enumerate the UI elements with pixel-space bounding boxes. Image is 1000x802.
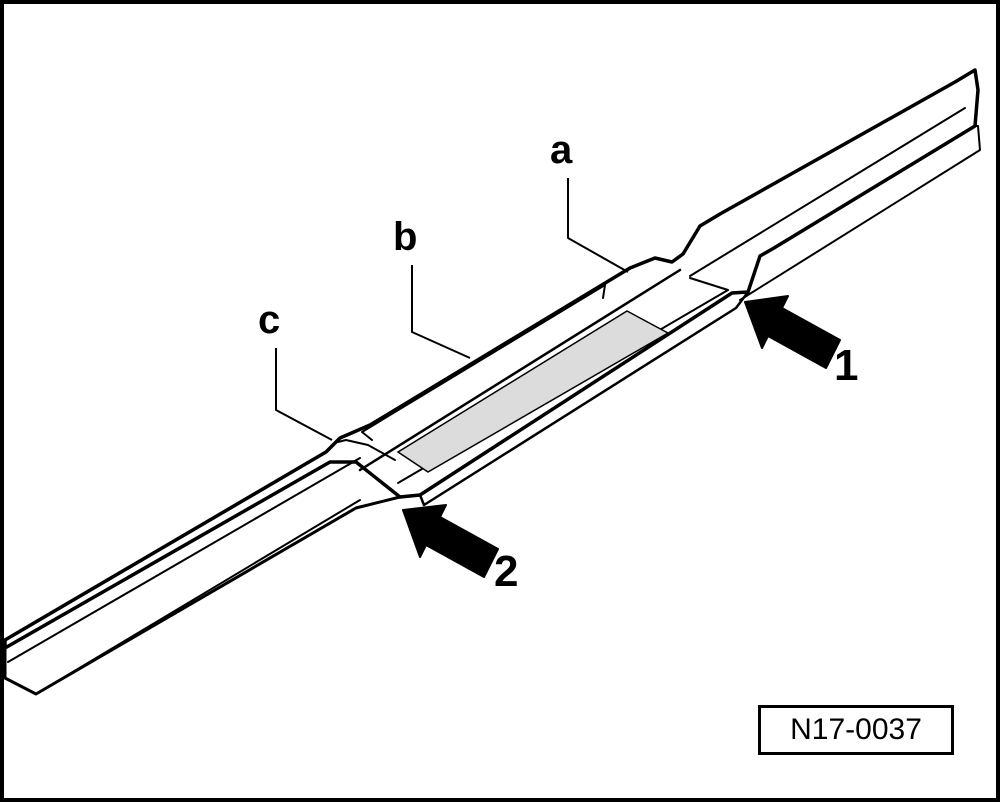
dipstick-right-lower-edge [418, 290, 750, 507]
dipstick-left-section [3, 68, 980, 650]
dipstick-lower-edge-inner [35, 499, 361, 695]
callout-b: b [393, 215, 417, 259]
callout-a: a [550, 128, 573, 172]
arrow-1-icon [744, 295, 841, 369]
figure-id-label: N17-0037 [758, 705, 954, 755]
gauge-end-right [689, 277, 729, 291]
gauge-upper-edge [358, 268, 682, 472]
gauge-step-b [361, 284, 606, 441]
marker-2: 2 [494, 547, 518, 596]
leader-line-b [411, 265, 471, 359]
gauge-step-c [337, 439, 396, 461]
dipstick-center-line-left [7, 457, 361, 663]
leader-line-c [275, 348, 333, 441]
gauge-shaded-area [396, 310, 670, 473]
leader-line-a [567, 178, 629, 273]
callout-c: c [258, 298, 280, 342]
dipstick-right-lower-inner [739, 125, 981, 301]
arrow-2-icon [402, 504, 499, 578]
marker-1: 1 [834, 341, 858, 390]
dipstick-center-line-right [689, 107, 966, 277]
